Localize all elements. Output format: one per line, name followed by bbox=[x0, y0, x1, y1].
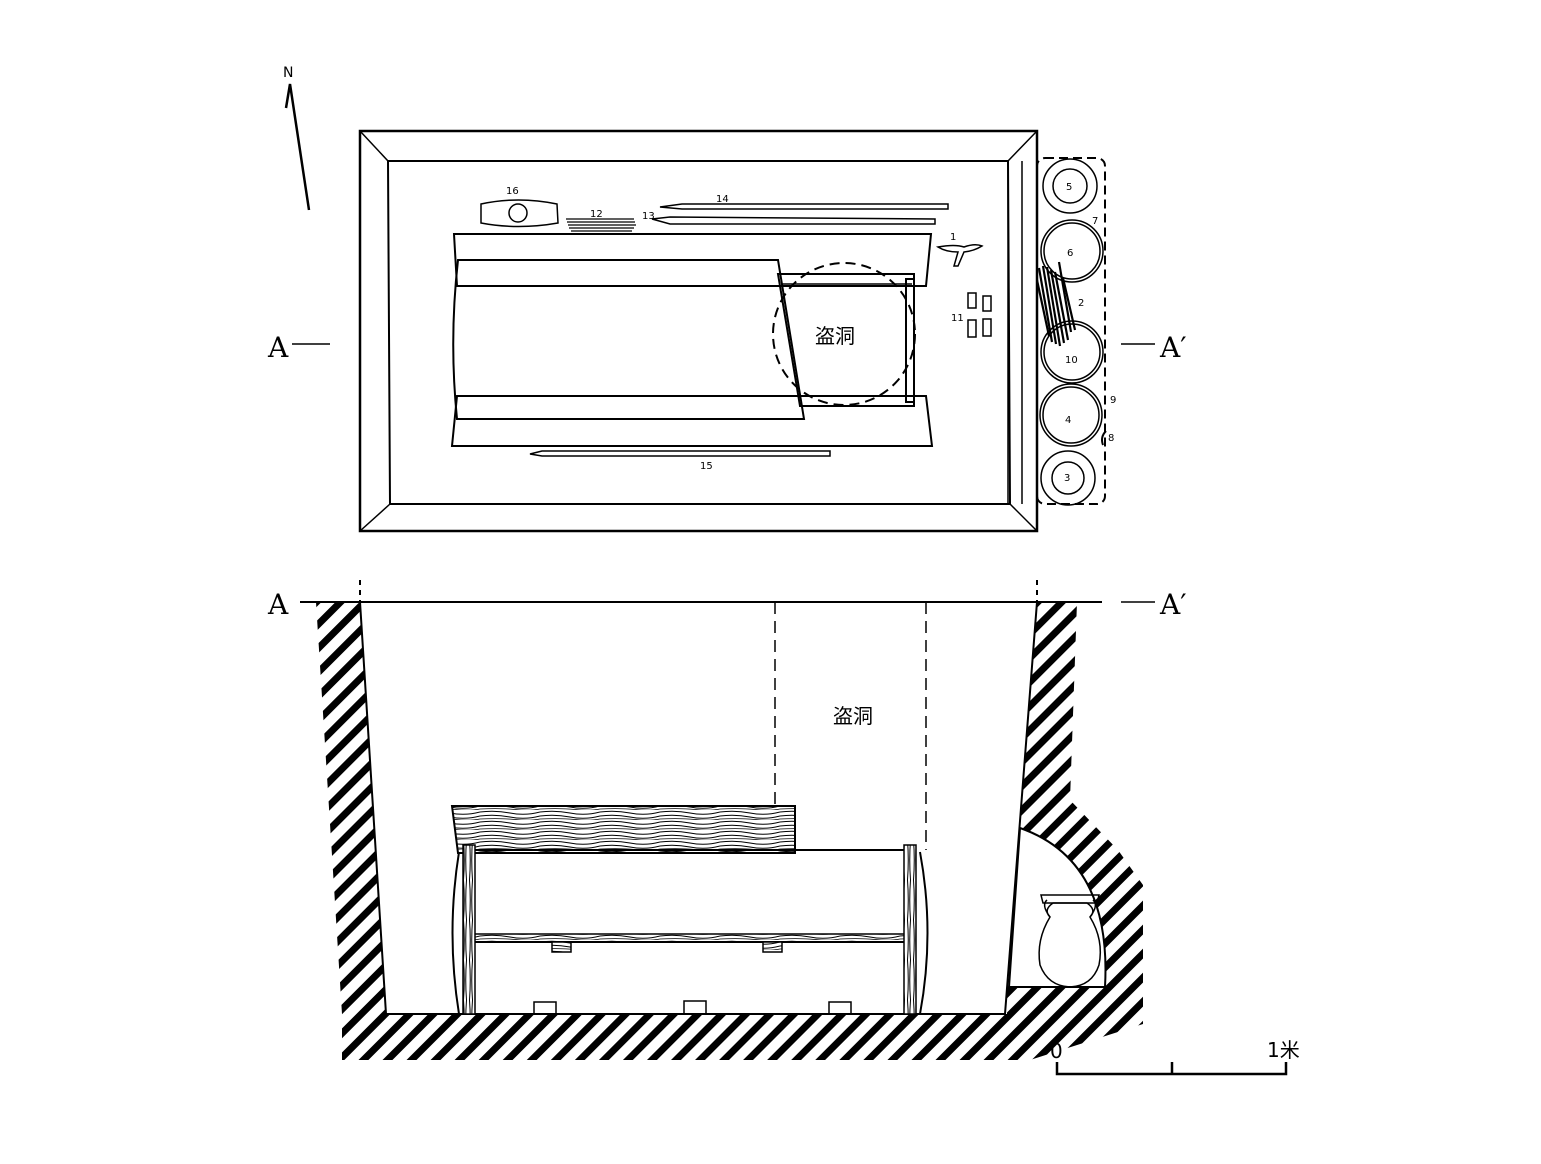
scale-end-label: 1米 bbox=[1267, 1038, 1300, 1062]
robbers-hole-section-label: 盗洞 bbox=[833, 704, 873, 728]
floor-sleeper bbox=[828, 1001, 852, 1015]
coffin-lid-top-plank bbox=[452, 233, 933, 287]
label-15: 15 bbox=[700, 461, 713, 472]
robbers-hole-plan-label: 盗洞 bbox=[815, 324, 855, 348]
item-15-sword bbox=[529, 450, 831, 457]
label-4: 4 bbox=[1065, 415, 1071, 426]
floor-sleeper bbox=[683, 1000, 707, 1015]
coffin-body bbox=[452, 259, 806, 420]
item-1-object bbox=[935, 243, 984, 267]
plan-view: 盗洞 bbox=[267, 129, 1187, 533]
label-13: 13 bbox=[642, 211, 655, 222]
collapsed-lid-plank bbox=[450, 805, 796, 854]
plan-section-label-right: A′ bbox=[1159, 331, 1187, 364]
pottery-4 bbox=[1039, 383, 1103, 447]
coffin-inner-box bbox=[776, 273, 915, 407]
pottery-jar bbox=[1038, 894, 1102, 988]
coffin-support-block bbox=[551, 941, 572, 953]
scale-bar: 0 1米 bbox=[1050, 1038, 1300, 1076]
north-label: N bbox=[283, 65, 293, 81]
coffin-lid-bottom-plank bbox=[450, 395, 934, 447]
label-10: 10 bbox=[1065, 355, 1078, 366]
label-7: 7 bbox=[1092, 216, 1098, 227]
label-6: 6 bbox=[1067, 248, 1073, 259]
label-8: 8 bbox=[1108, 433, 1114, 444]
pit-corner-lines bbox=[359, 130, 1038, 532]
coffin-divider-plank bbox=[471, 933, 909, 943]
scale-start-label: 0 bbox=[1050, 1039, 1063, 1063]
coffin-end-right bbox=[903, 844, 917, 1015]
pottery-3 bbox=[1040, 450, 1096, 506]
label-12: 12 bbox=[590, 209, 603, 220]
label-16: 16 bbox=[506, 186, 519, 197]
floor-sleeper bbox=[533, 1001, 557, 1015]
label-1: 1 bbox=[950, 232, 956, 243]
coffin-support-block bbox=[762, 941, 783, 953]
pottery-5 bbox=[1042, 158, 1098, 214]
item-13-rod bbox=[651, 216, 936, 225]
north-arrow-icon bbox=[284, 83, 311, 211]
item-16-pillow bbox=[480, 199, 559, 228]
item-2-sticks bbox=[1035, 261, 1077, 347]
head-niche-wall bbox=[1007, 161, 1023, 504]
pottery-6 bbox=[1040, 219, 1104, 283]
artifact-number-labels: 1 2 3 4 5 6 7 8 9 10 11 12 13 14 15 16 bbox=[506, 182, 1116, 484]
north-arrow: N bbox=[283, 65, 311, 211]
section-view: 盗洞 A A′ bbox=[267, 580, 1187, 1060]
item-12-stack bbox=[566, 218, 636, 232]
section-label-left: A bbox=[267, 588, 289, 621]
pit-outer-edge bbox=[358, 129, 1039, 533]
label-14: 14 bbox=[716, 194, 729, 205]
coffin-end-board bbox=[905, 278, 915, 403]
plan-section-markers: A A′ bbox=[267, 331, 1187, 364]
item-14-rod bbox=[659, 203, 949, 210]
earth-left-wall bbox=[316, 602, 386, 1014]
head-niche-outline bbox=[1036, 157, 1106, 505]
label-11: 11 bbox=[951, 313, 964, 324]
item-11-tablets bbox=[967, 292, 992, 338]
coffin-lower bbox=[469, 941, 907, 1015]
label-2: 2 bbox=[1078, 298, 1084, 309]
earth-right-wall bbox=[1007, 602, 1143, 1023]
robbers-hole-outline bbox=[772, 262, 916, 406]
label-9: 9 bbox=[1110, 395, 1116, 406]
section-label-right: A′ bbox=[1159, 588, 1187, 621]
label-5: 5 bbox=[1066, 182, 1072, 193]
label-3: 3 bbox=[1064, 473, 1070, 484]
coffin-end-left bbox=[462, 844, 476, 1015]
coffin-upper bbox=[469, 849, 907, 936]
item-8-hook bbox=[1101, 430, 1107, 446]
plan-section-label-left: A bbox=[267, 331, 289, 364]
